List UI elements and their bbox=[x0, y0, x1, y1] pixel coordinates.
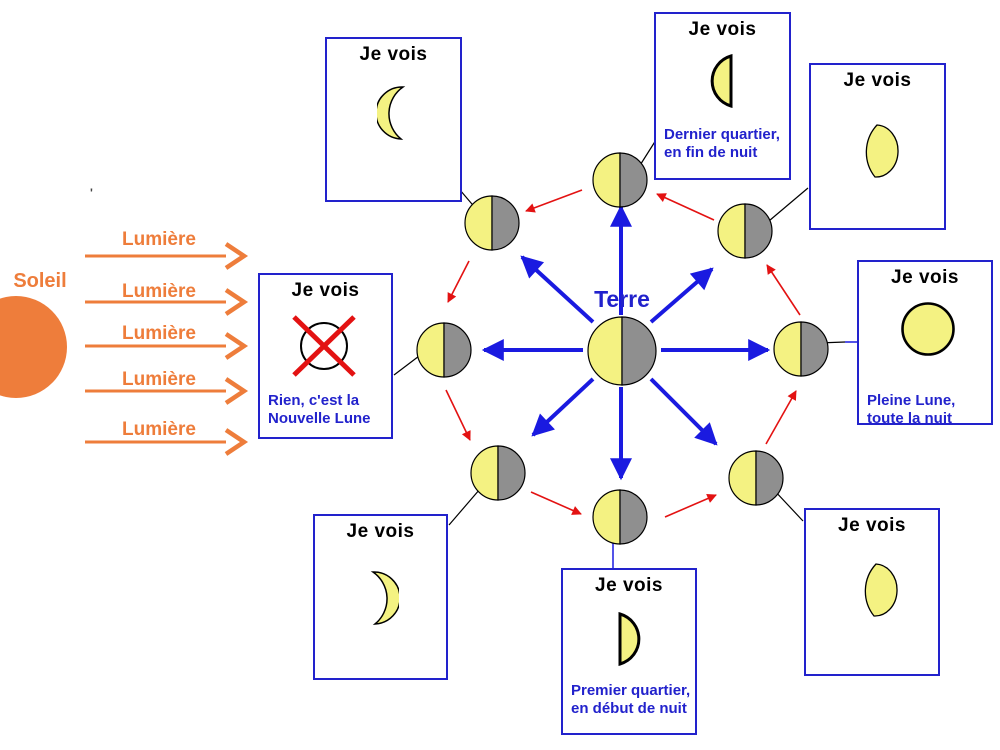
view-box-title: Je vois bbox=[595, 575, 663, 596]
light-label-2: Lumière bbox=[122, 281, 196, 302]
view-box-left: Je vois Rien, c'est la Nouvelle Lune bbox=[258, 273, 393, 439]
view-box-upper-right: Je vois bbox=[809, 63, 946, 230]
orbit-arrow-lowerleft-to-bottom bbox=[530, 491, 582, 515]
view-box-caption: Pleine Lune, toute la nuit bbox=[867, 392, 989, 427]
moon-lower-left-icon bbox=[470, 445, 526, 501]
earth-icon bbox=[587, 316, 657, 386]
caption-line: en fin de nuit bbox=[664, 143, 758, 161]
caption-line: Rien, c'est la bbox=[268, 392, 360, 409]
earth-label: Terre bbox=[594, 286, 650, 312]
view-arrow-northwest bbox=[520, 255, 595, 324]
view-box-right: Je vois Pleine Lune, toute la nuit bbox=[857, 260, 993, 427]
waning-gibbous-icon bbox=[865, 124, 899, 178]
orbit-arrow-left-to-lowerleft bbox=[445, 389, 471, 441]
waning-crescent-icon bbox=[377, 86, 406, 140]
orbit-arrow-lowerright-to-right bbox=[765, 390, 797, 445]
moon-lower-right-icon bbox=[728, 450, 784, 506]
moon-bottom-icon bbox=[592, 489, 648, 545]
view-box-title: Je vois bbox=[291, 280, 360, 301]
view-box-caption: Premier quartier, en début de nuit bbox=[571, 682, 693, 717]
moon-upper-right-icon bbox=[717, 203, 773, 259]
view-box-title: Je vois bbox=[346, 521, 415, 542]
caption-line: en début de nuit bbox=[571, 699, 687, 717]
orbit-arrow-bottom-to-lowerright bbox=[664, 494, 717, 518]
view-box-caption: Dernier quartier, en fin de nuit bbox=[664, 126, 787, 161]
view-box-upper-left: Je vois bbox=[325, 37, 462, 202]
view-box-top: Je vois Dernier quartier, en fin de nuit bbox=[654, 12, 791, 180]
waxing-gibbous-icon bbox=[864, 563, 898, 617]
light-arrow-4 bbox=[85, 377, 249, 405]
moon-right-icon bbox=[773, 321, 829, 377]
light-label-3: Lumière bbox=[122, 323, 196, 344]
light-label-1: Lumière bbox=[122, 229, 196, 250]
light-arrow-5 bbox=[85, 428, 249, 456]
orbit-arrows bbox=[445, 189, 801, 518]
full-moon-icon bbox=[901, 302, 955, 356]
view-box-title: Je vois bbox=[891, 267, 959, 288]
moon-top-icon bbox=[592, 152, 648, 208]
caption-line: Premier quartier, bbox=[571, 682, 691, 699]
light-label-4: Lumière bbox=[122, 369, 196, 390]
sun-label: Soleil bbox=[13, 270, 67, 292]
caption-line: Pleine Lune, bbox=[867, 392, 956, 409]
moon-upper-left-icon bbox=[464, 195, 520, 251]
sun-icon bbox=[0, 296, 67, 398]
orbit-arrow-right-to-upperright bbox=[766, 264, 801, 316]
orbit-arrow-upperleft-to-left bbox=[447, 260, 470, 303]
orbit-arrow-top-to-upperleft bbox=[525, 189, 583, 213]
light-arrow-3 bbox=[85, 332, 249, 360]
view-box-title: Je vois bbox=[838, 515, 906, 536]
new-moon-crossed-icon bbox=[292, 315, 356, 377]
last-quarter-icon bbox=[710, 54, 733, 108]
earth-view-arrows bbox=[481, 204, 771, 481]
stray-mark: ' bbox=[90, 186, 93, 200]
orbit-arrow-upperright-to-top bbox=[656, 193, 715, 221]
view-box-lower-left: Je vois bbox=[313, 514, 448, 680]
light-arrow-2 bbox=[85, 288, 249, 316]
view-box-caption: Rien, c'est la Nouvelle Lune bbox=[268, 392, 389, 427]
light-arrows bbox=[85, 242, 249, 456]
view-box-title: Je vois bbox=[688, 19, 757, 40]
first-quarter-icon bbox=[618, 612, 641, 666]
caption-line: Nouvelle Lune bbox=[268, 409, 371, 427]
view-arrow-southwest bbox=[531, 377, 595, 437]
view-box-bottom: Je vois Premier quartier, en début de nu… bbox=[561, 568, 697, 735]
view-box-lower-right: Je vois bbox=[804, 508, 940, 676]
view-arrow-southeast bbox=[649, 377, 718, 446]
moon-left-icon bbox=[416, 322, 472, 378]
caption-line: toute la nuit bbox=[867, 409, 952, 427]
view-arrow-northeast bbox=[649, 267, 714, 324]
caption-line: Dernier quartier, bbox=[664, 126, 780, 143]
waxing-crescent-icon bbox=[370, 571, 399, 625]
light-label-5: Lumière bbox=[122, 419, 196, 440]
light-arrow-1 bbox=[85, 242, 249, 270]
view-box-title: Je vois bbox=[359, 44, 428, 65]
connector-upper-right bbox=[762, 187, 809, 227]
view-box-title: Je vois bbox=[843, 70, 912, 91]
